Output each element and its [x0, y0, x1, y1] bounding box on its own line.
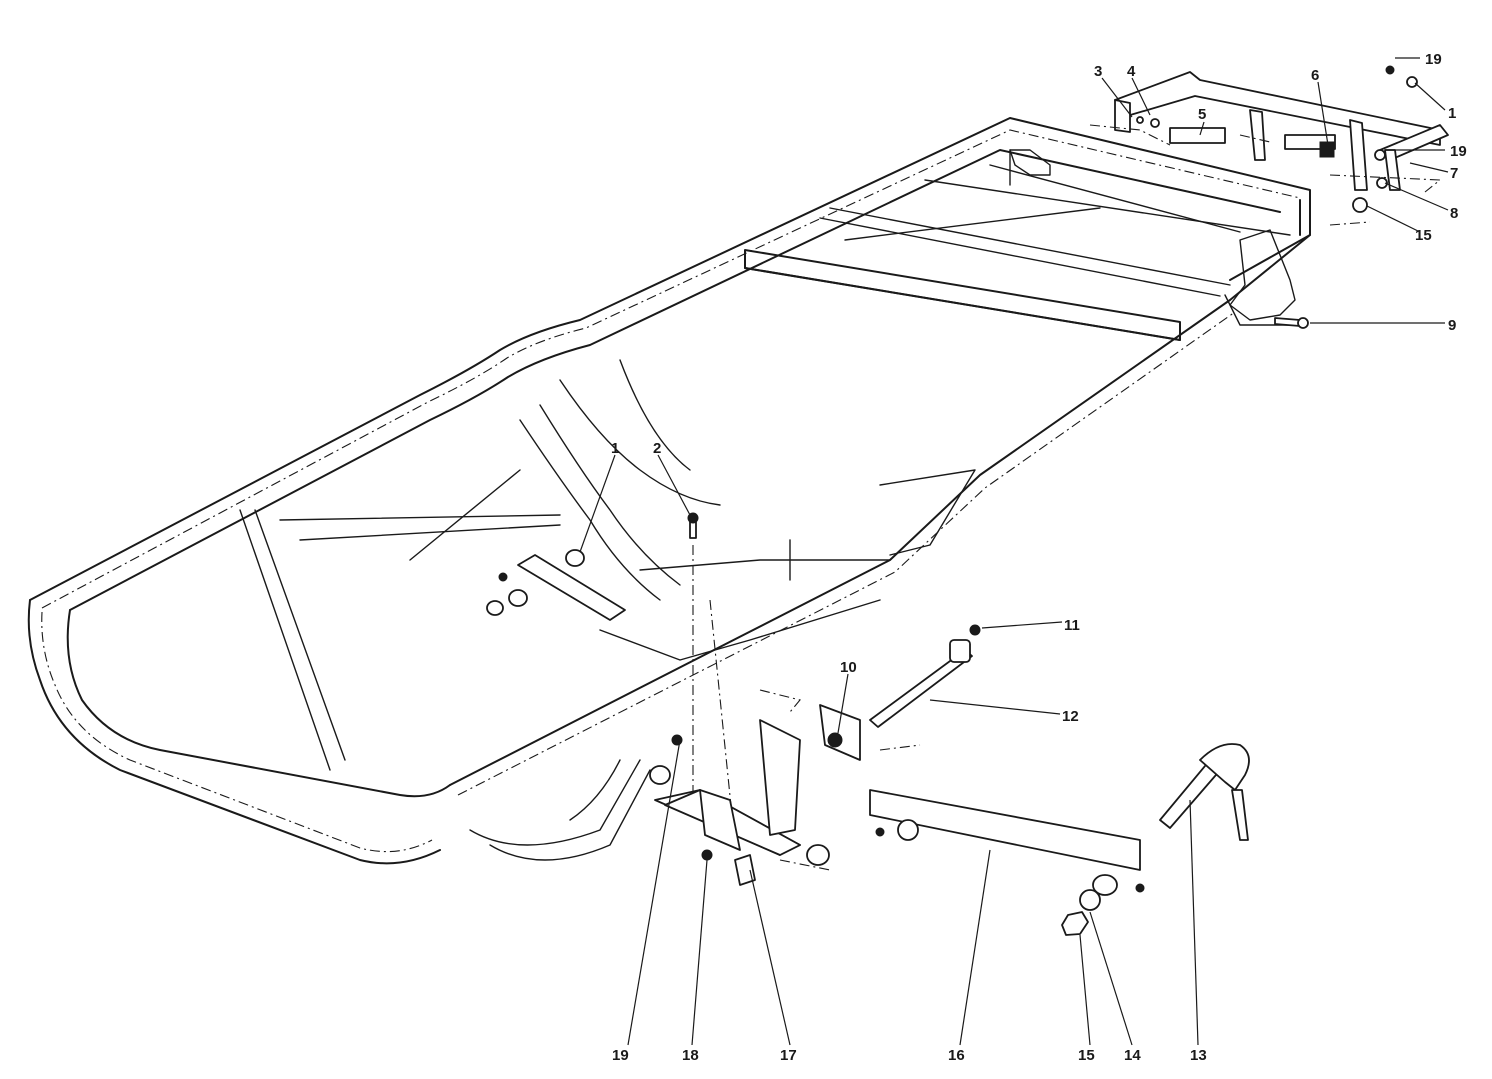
callout-3: 3 [1094, 63, 1102, 80]
callout-11: 11 [1064, 617, 1080, 634]
callout-15-right: 15 [1415, 227, 1432, 244]
callout-1-top: 1 [1448, 105, 1456, 122]
callout-14: 14 [1124, 1047, 1141, 1064]
callout-9: 9 [1448, 317, 1456, 334]
lower-suspension-assembly [649, 624, 1250, 936]
callout-4: 4 [1127, 63, 1136, 80]
callout-13: 13 [1190, 1047, 1207, 1064]
callout-labels: 19 1 3 4 5 6 19 7 8 15 9 1 2 10 11 12 19… [611, 51, 1467, 1064]
callout-17: 17 [780, 1047, 797, 1064]
callout-19-right: 19 [1450, 143, 1467, 160]
callout-18: 18 [682, 1047, 699, 1064]
callout-2: 2 [653, 440, 661, 457]
callout-8: 8 [1450, 205, 1458, 222]
callout-6: 6 [1311, 67, 1319, 84]
callout-5: 5 [1198, 106, 1206, 123]
callout-12: 12 [1062, 708, 1079, 725]
callout-1-mid: 1 [611, 440, 619, 457]
callout-15-bottom: 15 [1078, 1047, 1095, 1064]
callout-19-bottom: 19 [612, 1047, 629, 1064]
callout-19-top: 19 [1425, 51, 1442, 68]
callout-7: 7 [1450, 165, 1458, 182]
rear-crossmember-assembly [1089, 65, 1449, 329]
chassis-frame [27, 117, 1311, 865]
callout-10: 10 [840, 659, 857, 676]
callout-16: 16 [948, 1047, 965, 1064]
front-bushing-assembly [486, 512, 736, 846]
callout-leaders [579, 57, 1449, 1046]
